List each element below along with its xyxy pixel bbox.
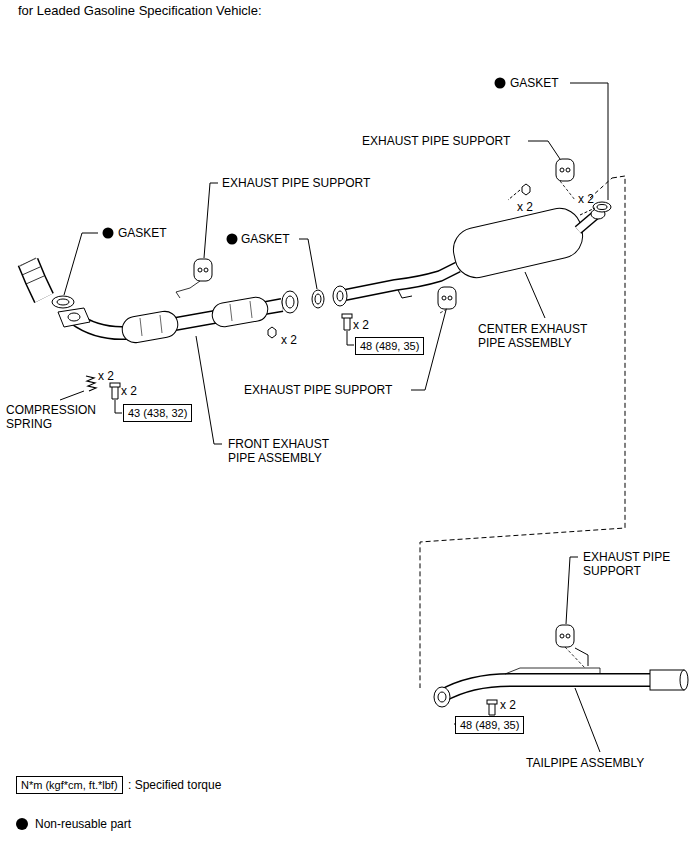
torque-box: 48 (489, 35): [455, 716, 524, 734]
part-name: EXHAUST PIPE SUPPORT: [244, 383, 392, 397]
torque-box: 48 (489, 35): [355, 337, 424, 355]
torque-value: 48 (489, 35): [460, 719, 519, 731]
quantity: x 2: [500, 698, 516, 712]
title: for Leaded Gasoline Specification Vehicl…: [18, 3, 262, 19]
part-name: FRONT EXHAUST PIPE ASSEMBLY: [228, 437, 358, 465]
quantity: x 2: [353, 318, 369, 332]
legend-text: : Specified torque: [128, 778, 221, 792]
legend-item: Non-reusable part: [35, 817, 131, 831]
torque-value: N*m (kgf*cm, ft.*lbf): [21, 779, 118, 791]
part-name: GASKET: [118, 226, 167, 240]
quantity: x 2: [578, 192, 594, 206]
part-name: EXHAUST PIPE SUPPORT: [222, 176, 370, 190]
part-name: COMPRESSION SPRING: [6, 403, 111, 431]
part-name: EXHAUST PIPE SUPPORT: [362, 134, 510, 148]
part-name: TAILPIPE ASSEMBLY: [526, 756, 644, 770]
part-name: EXHAUST PIPE SUPPORT: [583, 550, 688, 578]
torque-value: 43 (438, 32): [128, 407, 187, 419]
torque-value: 48 (489, 35): [360, 340, 419, 352]
part-name: GASKET: [510, 76, 559, 90]
quantity: x 2: [121, 384, 137, 398]
torque-box: 43 (438, 32): [123, 404, 192, 422]
legend-text: Non-reusable part: [35, 817, 131, 831]
quantity: x 2: [517, 200, 533, 214]
quantity: x 2: [98, 369, 114, 383]
torque-legend-box: N*m (kgf*cm, ft.*lbf): [16, 776, 123, 794]
quantity: x 2: [281, 333, 297, 347]
part-name: CENTER EXHAUST PIPE ASSEMBLY: [478, 322, 608, 350]
part-name: GASKET: [241, 232, 290, 246]
